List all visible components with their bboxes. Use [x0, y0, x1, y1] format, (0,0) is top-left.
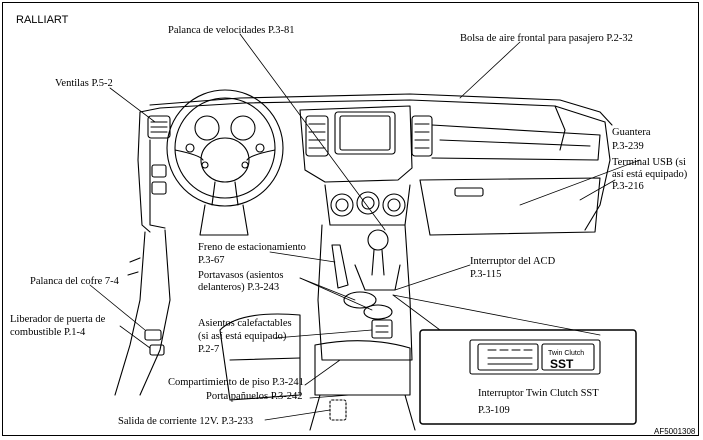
gear-knob [367, 229, 389, 251]
leader-usb [579, 179, 616, 201]
label-fuel-door-2: combustible P.1-4 [10, 327, 86, 338]
driver-seat [219, 313, 301, 401]
label-sst-switch-1: Interruptor Twin Clutch SST [478, 388, 599, 399]
label-heated-seats-2: (si así está equipado) [198, 331, 287, 342]
label-fuel-door-1: Liberador de puerta de [10, 314, 106, 325]
label-heated-seats-3: P.2-7 [198, 344, 220, 355]
leader-hood [89, 284, 146, 331]
leader-gear [239, 33, 386, 231]
cupholder-rear [363, 304, 393, 320]
dash-right-body [584, 121, 611, 231]
label-parking-brake-1: Freno de estacionamiento [198, 242, 306, 253]
center-vent-right [411, 115, 433, 157]
fuel-door-release [149, 344, 165, 356]
label-heated-seats-1: Asientos calefactables [198, 318, 292, 329]
center-console [317, 224, 413, 361]
label-hood-lever: Palanca del cofre 7-4 [30, 276, 119, 287]
dash-left-body [137, 111, 151, 233]
badge-line2: SST [550, 357, 574, 371]
label-floor-compartment: Compartimiento de piso P.3-241 [168, 377, 304, 388]
label-parking-brake-2: P.3-67 [198, 255, 225, 266]
label-vents: Ventilas P.5-2 [55, 78, 113, 89]
hvac-knob-center [356, 191, 380, 215]
label-usb-1: Terminal USB (si [612, 157, 686, 168]
glove-box [419, 177, 601, 236]
sst-inset-box [419, 329, 637, 425]
label-cupholders-2: delanteros) P.3-243 [198, 282, 280, 293]
label-gear-lever: Palanca de velocidades P.3-81 [168, 25, 295, 36]
armrest [314, 340, 411, 396]
leader-inset [392, 294, 441, 331]
leader-floor [304, 359, 341, 386]
leader-glovebox [519, 159, 641, 206]
label-glove-box-2: P.3-239 [612, 141, 644, 152]
nav-screen [334, 111, 396, 155]
figure-code: AF5001308 [654, 427, 696, 436]
label-glove-box-1: Guantera [612, 127, 651, 138]
leader-fuel [119, 325, 151, 349]
label-power-outlet: Salida de corriente 12V. P.3-233 [118, 416, 254, 427]
label-cupholders-1: Portavasos (asientos [198, 270, 284, 281]
label-passenger-airbag: Bolsa de aire frontal para pasajero P.2-… [460, 33, 633, 44]
badge-line1: Twin Clutch [548, 350, 584, 357]
label-usb-2: así está equipado) [612, 169, 688, 180]
power-outlet [329, 399, 347, 421]
a-pillar [114, 231, 146, 396]
leader-parking [269, 251, 336, 263]
dash-top-outline [149, 93, 613, 126]
label-tissue-holder: Porta pañuelos P.3-242 [206, 391, 303, 402]
seat-heater-switches [371, 319, 393, 339]
leader-acd [394, 264, 471, 291]
cupholder-front [343, 291, 377, 309]
dash-upper-line [139, 99, 606, 123]
hood-release-lever [144, 329, 162, 341]
left-vent [147, 115, 171, 139]
center-stack [299, 105, 413, 183]
label-sst-switch-2: P.3-109 [478, 405, 510, 416]
hvac-knob-right [382, 193, 406, 217]
leader-seats [274, 329, 373, 339]
label-usb-3: P.3-216 [612, 181, 644, 192]
label-acd-2: P.3-115 [470, 269, 502, 280]
label-acd-1: Interruptor del ACD [470, 256, 556, 267]
leader-tissue [309, 394, 351, 399]
diagram-frame [2, 2, 699, 436]
leader-airbag [459, 41, 521, 99]
hvac-knob-left [330, 193, 354, 217]
steering-wheel-outer [166, 89, 284, 207]
leader-cup2 [299, 277, 373, 311]
leader-vents [109, 87, 156, 123]
parking-brake [331, 244, 349, 289]
leader-outlet [264, 409, 331, 421]
header-label: RALLIART [16, 14, 69, 26]
center-vent-left [305, 115, 329, 157]
